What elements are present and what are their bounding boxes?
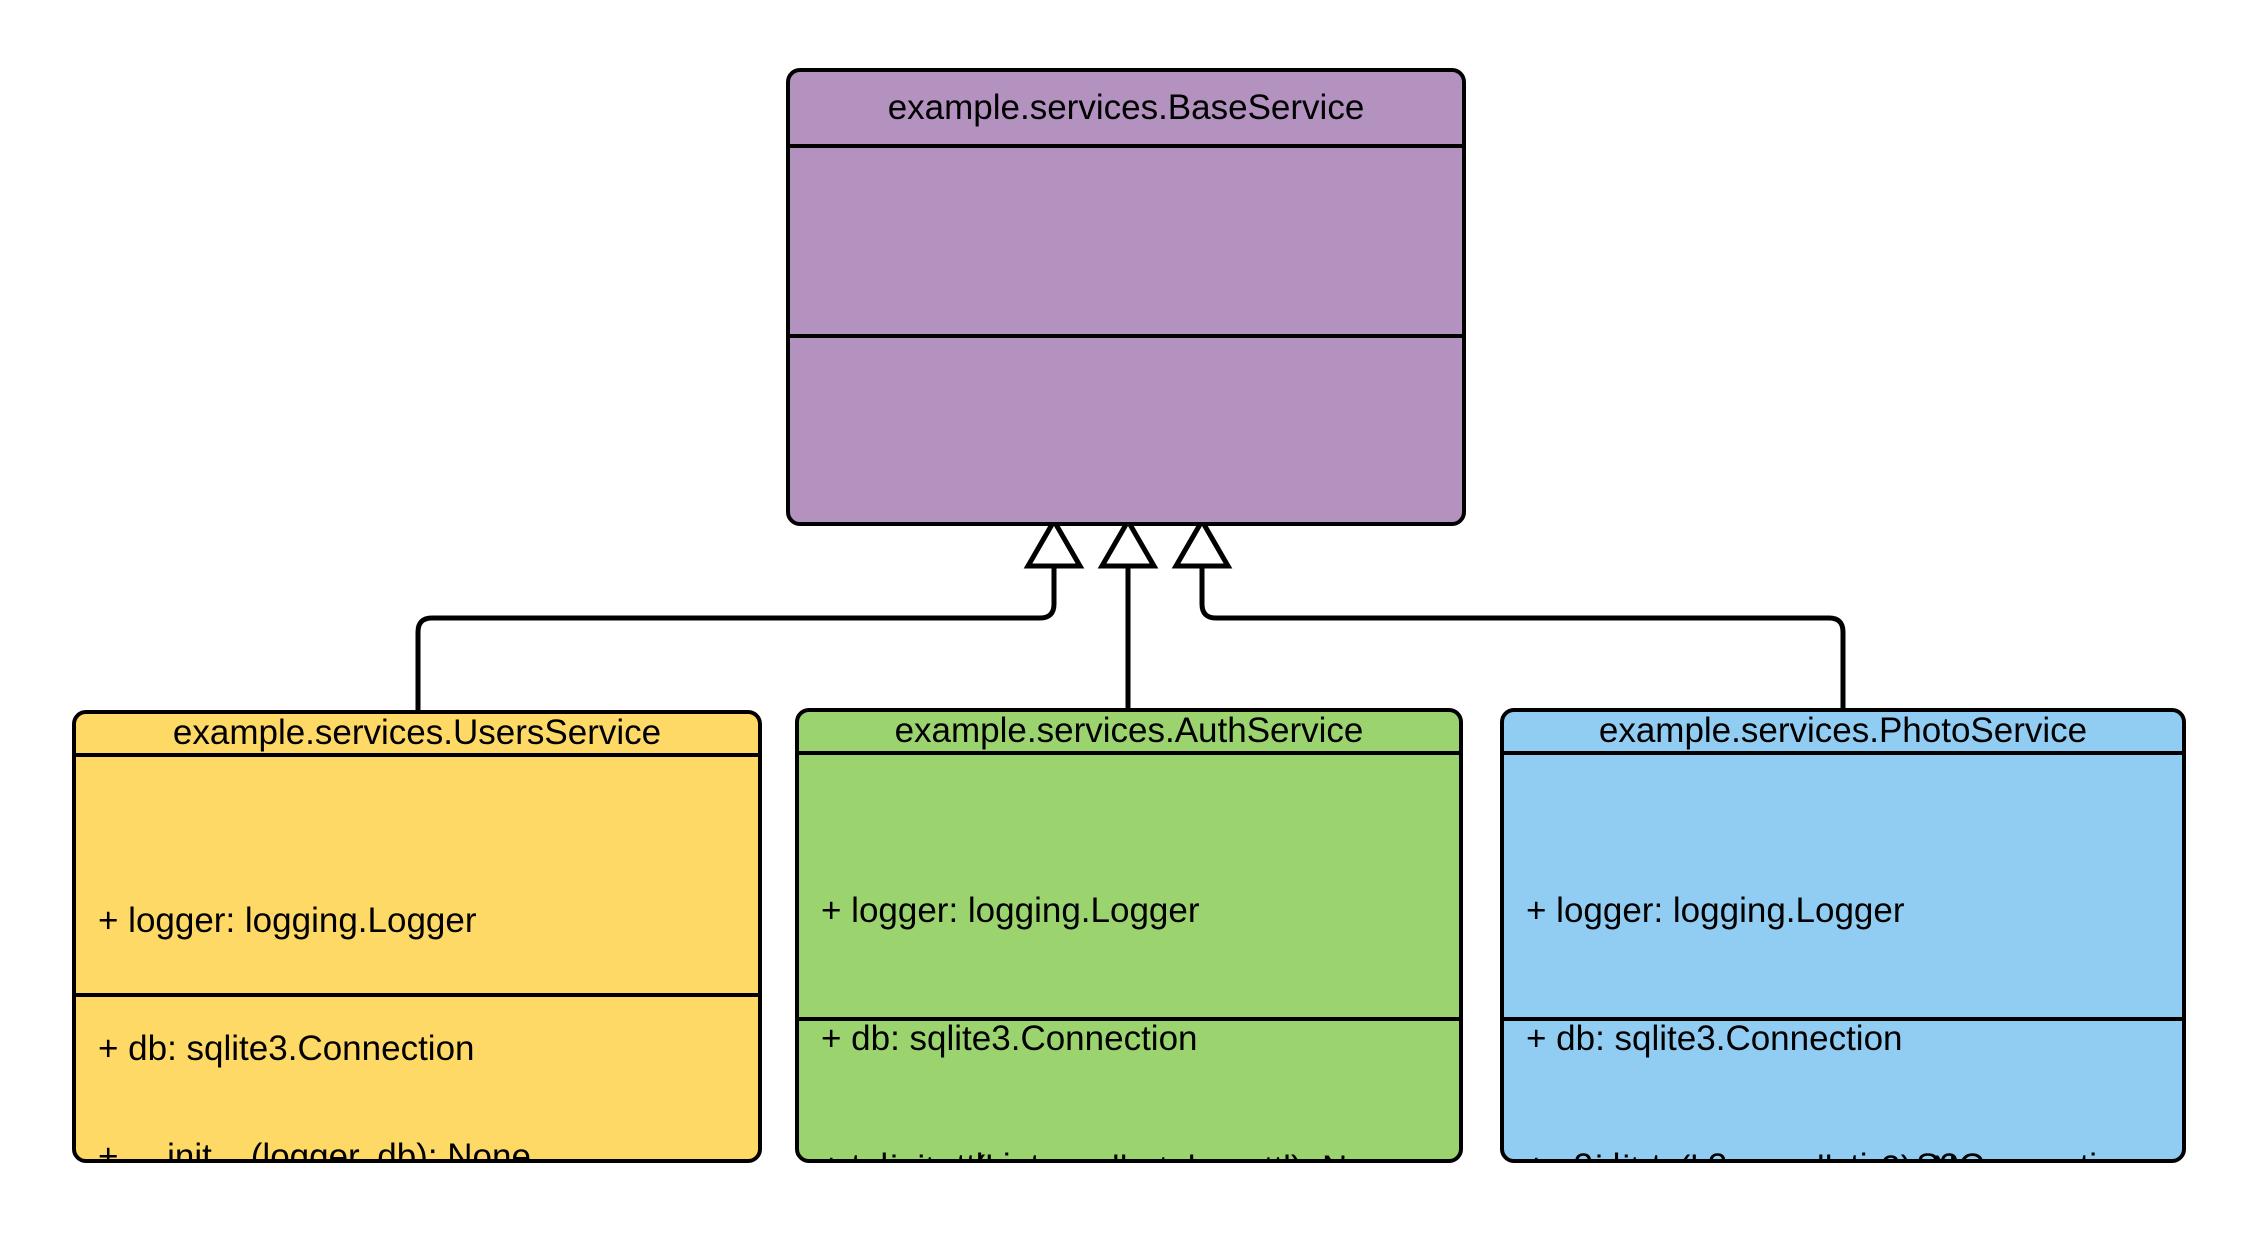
class-methods-photoservice: + __init__(logger, db, s3): None bbox=[1504, 1021, 2182, 1159]
attribute-row: + logger: logging.Logger bbox=[1526, 890, 1905, 930]
attribute-row: + token_ttl: int bbox=[821, 1146, 1437, 1159]
edge-photo-line bbox=[1199, 564, 1846, 708]
class-title-usersservice: example.services.UsersService bbox=[76, 714, 758, 757]
method-row: + __init__(logger, db, s3): None bbox=[1526, 1148, 2160, 1159]
class-attributes-baseservice bbox=[790, 148, 1462, 338]
class-title-photoservice: example.services.PhotoService bbox=[1504, 712, 2182, 755]
class-methods-usersservice: + __init__(logger, db): None bbox=[76, 997, 758, 1163]
attribute-row: + db: sqlite3.Connection bbox=[821, 1018, 1198, 1058]
class-title-authservice: example.services.AuthService bbox=[799, 712, 1459, 755]
edge-users-to-base bbox=[415, 516, 1085, 710]
attribute-row: + db: sqlite3.Connection bbox=[98, 1028, 475, 1068]
class-attributes-authservice: + logger: logging.Logger + db: sqlite3.C… bbox=[799, 755, 1459, 1159]
hollow-triangle-arrowhead-photo bbox=[1171, 516, 1233, 569]
attribute-row: + logger: logging.Logger bbox=[98, 900, 477, 940]
attribute-row: + db: sqlite3.Connection bbox=[1526, 1018, 1903, 1058]
class-box-baseservice[interactable]: example.services.BaseService bbox=[786, 68, 1466, 526]
attribute-row: + s3: boto.s3.connection.S3Connection bbox=[1526, 1146, 2160, 1159]
class-methods-baseservice bbox=[790, 338, 1462, 522]
class-box-authservice[interactable]: example.services.AuthService + logger: l… bbox=[795, 708, 1463, 1163]
edge-auth-to-base bbox=[1097, 516, 1159, 708]
class-box-photoservice[interactable]: example.services.PhotoService + logger: … bbox=[1500, 708, 2186, 1163]
class-box-usersservice[interactable]: example.services.UsersService + logger: … bbox=[72, 710, 762, 1163]
attribute-row: + logger: logging.Logger bbox=[821, 890, 1200, 930]
edge-photo-to-base bbox=[1171, 516, 1846, 708]
hollow-triangle-arrowhead-auth bbox=[1097, 516, 1159, 569]
class-title-baseservice: example.services.BaseService bbox=[790, 72, 1462, 148]
method-row: + __init__(logger, db, token_ttl): None bbox=[821, 1148, 1437, 1159]
class-attributes-usersservice: + logger: logging.Logger + db: sqlite3.C… bbox=[76, 757, 758, 1068]
class-attributes-photoservice: + logger: logging.Logger + db: sqlite3.C… bbox=[1504, 755, 2182, 1159]
method-row: + __init__(logger, db): None bbox=[98, 1136, 531, 1163]
hollow-triangle-arrowhead-users bbox=[1023, 516, 1085, 569]
edge-users-line bbox=[415, 564, 1057, 710]
class-methods-authservice: + __init__(logger, db, token_ttl): None bbox=[799, 1021, 1459, 1159]
